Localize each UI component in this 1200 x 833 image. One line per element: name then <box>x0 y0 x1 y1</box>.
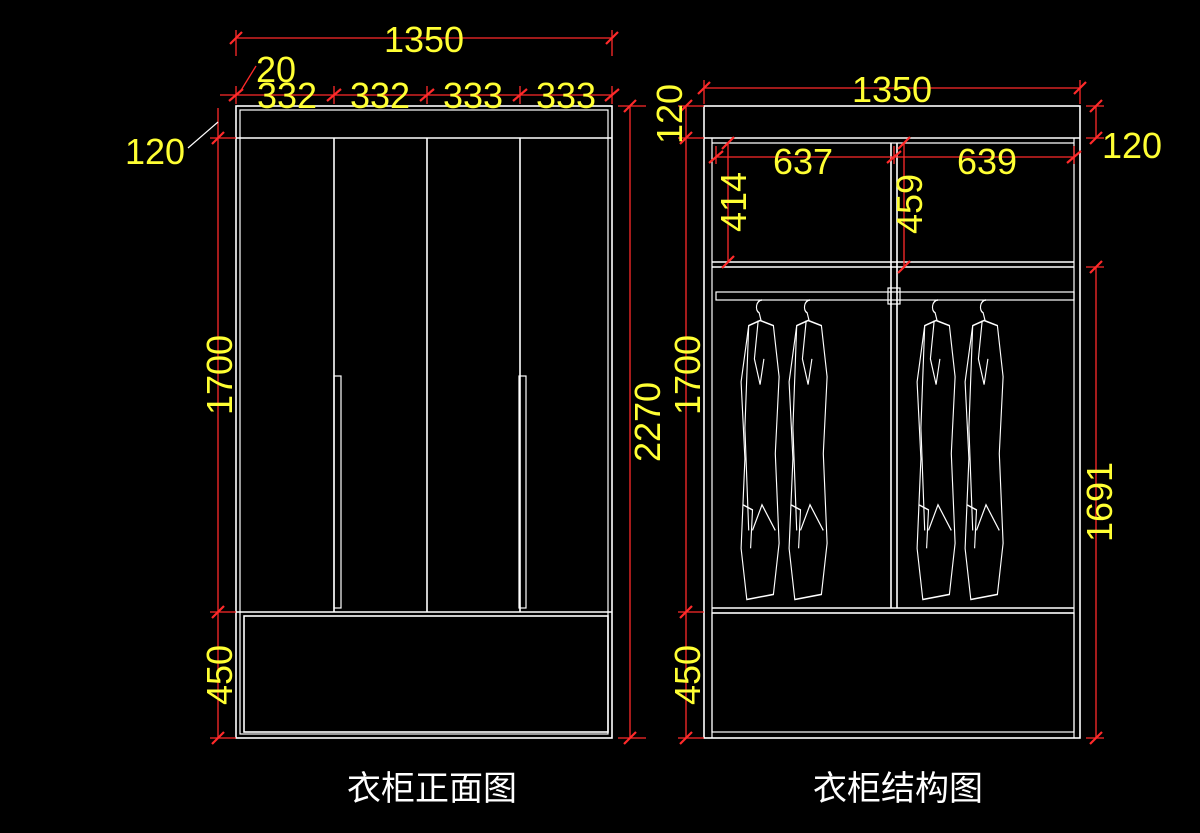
door-handle-left <box>333 375 342 609</box>
garment-icon-2 <box>788 299 828 601</box>
front-carcass <box>235 105 613 739</box>
door-handle-right <box>518 375 527 609</box>
dim-front-door-3: 333 <box>443 75 503 116</box>
dim-front-total-width: 1350 <box>384 19 464 60</box>
dim-total-height: 2270 <box>627 382 668 462</box>
dim-structure-body-height: 1700 <box>667 335 708 415</box>
structure-base <box>711 612 1075 733</box>
structure-view-caption: 衣柜结构图 <box>813 769 983 809</box>
dim-shelf-left: 414 <box>713 172 754 232</box>
dim-front-door-2: 332 <box>350 75 410 116</box>
hanging-rail <box>715 291 1075 301</box>
front-carcass-inner <box>239 109 609 735</box>
garment-icon-1 <box>740 299 780 601</box>
dim-hanging-height: 1691 <box>1079 462 1120 542</box>
garment-icon-4 <box>964 299 1004 601</box>
structure-carcass <box>703 105 1081 739</box>
dim-structure-top-right: 120 <box>1102 125 1162 166</box>
front-base-drawer <box>243 615 609 733</box>
structure-view: 1350 637 639 414 459 120 1700 450 <box>649 69 1162 809</box>
dim-shelf-right: 459 <box>889 174 930 234</box>
dim-front-door-1: 332 <box>257 75 317 116</box>
dim-structure-total-width: 1350 <box>852 69 932 110</box>
dim-front-door-4: 333 <box>536 75 596 116</box>
front-view: 1350 332 332 333 333 20 120 1700 450 <box>125 19 668 809</box>
dim-front-side-thickness: 20 <box>256 49 296 90</box>
garment-icon-3 <box>916 299 956 601</box>
dim-compartment-right: 639 <box>957 141 1017 182</box>
dim-compartment-left: 637 <box>773 141 833 182</box>
dim-front-top-height: 120 <box>125 131 185 172</box>
dim-structure-top-left: 120 <box>649 84 690 144</box>
dim-front-door-height: 1700 <box>199 335 240 415</box>
dim-structure-base-height: 450 <box>667 645 708 705</box>
front-view-caption: 衣柜正面图 <box>347 769 517 809</box>
dim-front-base-height: 450 <box>199 645 240 705</box>
